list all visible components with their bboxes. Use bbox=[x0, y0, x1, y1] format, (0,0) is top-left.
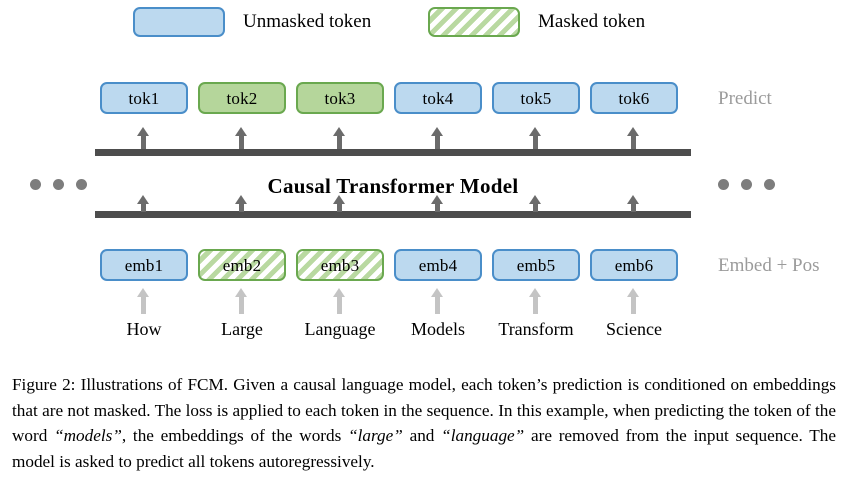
arrow-word-4 bbox=[431, 288, 444, 314]
embedding-label: emb1 bbox=[124, 255, 164, 275]
word-label-6: Science bbox=[606, 319, 662, 339]
legend-label-masked: Masked token bbox=[538, 11, 646, 32]
arrow-word-3 bbox=[333, 288, 346, 314]
word-label-1: How bbox=[126, 319, 162, 339]
embedding-label: emb6 bbox=[614, 255, 654, 275]
caption-emphasis-models: “models” bbox=[54, 426, 122, 445]
ellipsis-left bbox=[30, 179, 87, 190]
token-label: tok6 bbox=[618, 88, 650, 108]
word-label-4: Models bbox=[411, 319, 465, 339]
word-label-3: Language bbox=[304, 319, 376, 339]
embedding-box-emb5: emb5 bbox=[492, 249, 580, 281]
arrow-embed-4 bbox=[431, 195, 444, 212]
arrow-embed-2 bbox=[235, 195, 248, 212]
arrow-up-5 bbox=[529, 127, 542, 150]
arrow-word-1 bbox=[137, 288, 150, 314]
figure-caption: Figure 2: Illustrations of FCM. Given a … bbox=[12, 372, 836, 474]
side-label-predict: Predict bbox=[718, 88, 772, 109]
token-label: tok5 bbox=[520, 88, 552, 108]
arrow-up-1 bbox=[137, 127, 150, 150]
legend-label-unmasked: Unmasked token bbox=[243, 11, 372, 32]
embedding-box-emb2: emb2 bbox=[198, 249, 286, 281]
caption-part-3: and bbox=[402, 426, 442, 445]
embedding-box-emb3: emb3 bbox=[296, 249, 384, 281]
arrow-up-4 bbox=[431, 127, 444, 150]
token-label: tok2 bbox=[226, 88, 258, 108]
token-box-tok4: tok4 bbox=[394, 82, 482, 114]
ellipsis-right bbox=[718, 179, 775, 190]
token-box-tok5: tok5 bbox=[492, 82, 580, 114]
caption-figure-label: Figure 2: bbox=[12, 375, 76, 394]
transformer-top-bar bbox=[95, 149, 691, 156]
embedding-label: emb5 bbox=[516, 255, 556, 275]
token-box-tok2: tok2 bbox=[198, 82, 286, 114]
arrow-word-2 bbox=[235, 288, 248, 314]
embedding-box-emb1: emb1 bbox=[100, 249, 188, 281]
transformer-bottom-bar bbox=[95, 211, 691, 218]
caption-part-4: are removed from the input sequence. The… bbox=[12, 426, 836, 471]
token-box-tok3: tok3 bbox=[296, 82, 384, 114]
token-label: tok1 bbox=[128, 88, 160, 108]
arrow-embed-1 bbox=[137, 195, 150, 212]
legend-swatch-masked bbox=[428, 7, 520, 37]
arrow-embed-6 bbox=[627, 195, 640, 212]
caption-part-2: , the embeddings of the words bbox=[121, 426, 349, 445]
word-label-2: Large bbox=[221, 319, 263, 339]
token-box-tok1: tok1 bbox=[100, 82, 188, 114]
caption-part-1: Illustrations of FCM. Given a causal lan… bbox=[12, 375, 836, 445]
arrow-up-3 bbox=[333, 127, 346, 150]
arrow-up-2 bbox=[235, 127, 248, 150]
arrow-word-6 bbox=[627, 288, 640, 314]
token-label: tok3 bbox=[324, 88, 356, 108]
legend-swatch-unmasked bbox=[133, 7, 225, 37]
embedding-box-emb4: emb4 bbox=[394, 249, 482, 281]
embedding-label: emb3 bbox=[320, 255, 360, 275]
legend: Unmasked token Masked token bbox=[0, 0, 846, 52]
model-title: Causal Transformer Model bbox=[267, 174, 519, 198]
arrow-up-6 bbox=[627, 127, 640, 150]
arrow-embed-5 bbox=[529, 195, 542, 212]
token-box-tok6: tok6 bbox=[590, 82, 678, 114]
arrow-word-5 bbox=[529, 288, 542, 314]
token-label: tok4 bbox=[422, 88, 454, 108]
embedding-label: emb2 bbox=[222, 255, 262, 275]
caption-emphasis-language: “language” bbox=[441, 426, 525, 445]
caption-emphasis-large: “large” bbox=[348, 426, 403, 445]
side-label-embed-pos: Embed + Pos bbox=[718, 255, 820, 276]
word-label-5: Transform bbox=[498, 319, 574, 339]
embedding-label: emb4 bbox=[418, 255, 458, 275]
arrow-embed-3 bbox=[333, 195, 346, 212]
embedding-box-emb6: emb6 bbox=[590, 249, 678, 281]
